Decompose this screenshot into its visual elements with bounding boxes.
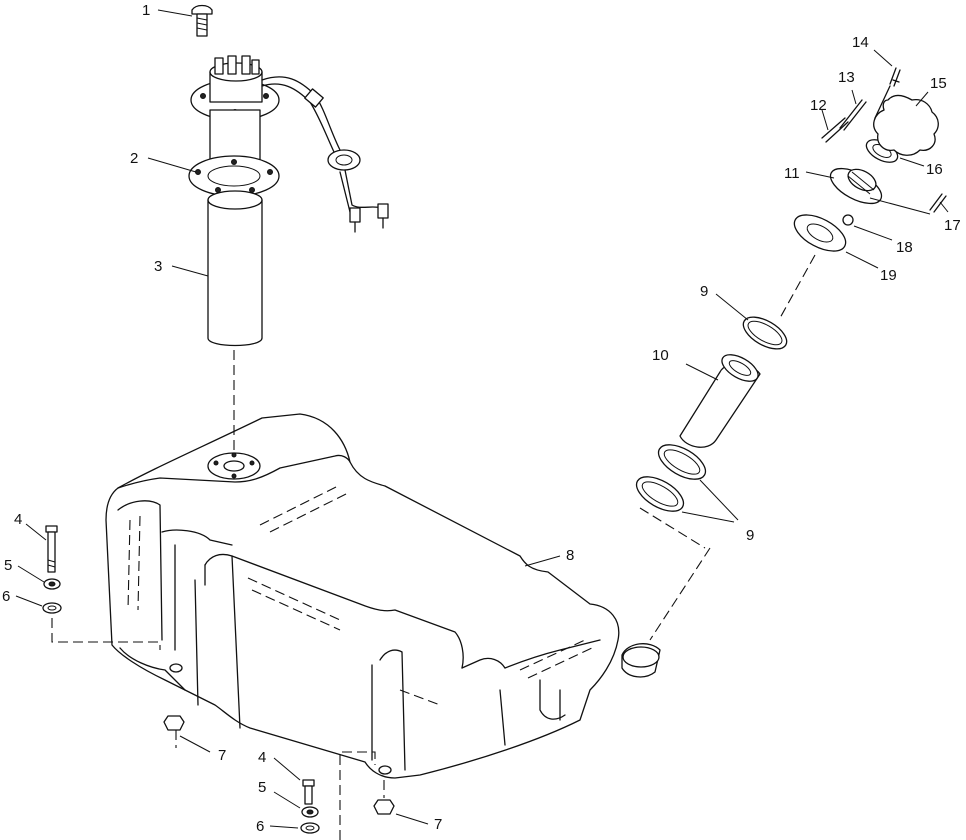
callout-5-left: 5	[4, 557, 12, 574]
callout-7-bottom: 7	[434, 816, 442, 833]
callout-11: 11	[784, 165, 800, 182]
filler-assembly	[635, 67, 947, 512]
callout-2: 2	[130, 150, 138, 167]
mounting-hardware	[42, 525, 395, 834]
callout-17: 17	[944, 217, 961, 234]
callout-9-lower: 9	[746, 527, 754, 544]
callout-4-bottom: 4	[258, 749, 266, 766]
callout-6-left: 6	[2, 588, 10, 605]
assembly-lines	[51, 254, 816, 840]
callout-3: 3	[154, 258, 162, 275]
callout-16: 16	[926, 161, 943, 178]
callout-9-upper: 9	[700, 283, 708, 300]
callout-4-left: 4	[14, 511, 22, 528]
callout-13: 13	[838, 69, 855, 86]
callout-6-bottom: 6	[256, 818, 264, 835]
leader-lines	[15, 9, 949, 829]
callout-5-bottom: 5	[258, 779, 266, 796]
callout-10: 10	[652, 347, 669, 364]
callout-19: 19	[880, 267, 897, 284]
callout-15: 15	[930, 75, 947, 92]
fuel-sender-assembly	[188, 4, 389, 347]
callout-1: 1	[142, 2, 150, 19]
callout-8: 8	[566, 547, 574, 564]
callout-12: 12	[810, 97, 827, 114]
callout-7-left: 7	[218, 747, 226, 764]
callout-14: 14	[852, 34, 869, 51]
callout-18: 18	[896, 239, 913, 256]
fuel-tank	[105, 413, 661, 779]
